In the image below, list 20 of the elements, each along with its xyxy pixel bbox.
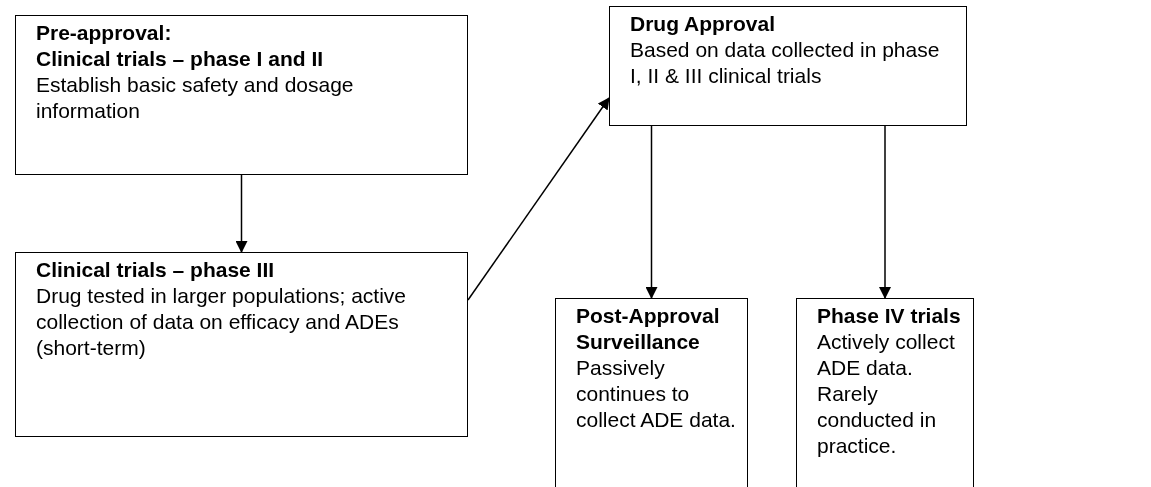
arrow (645, 125, 658, 299)
box-heading: Clinical trials – phase III (36, 257, 276, 283)
process-box (609, 6, 967, 126)
box-heading: Post-Approval Surveillance (576, 303, 721, 355)
arrow (467, 97, 610, 301)
box-description: Actively collect ADE data. Rarely conducted in practice. (817, 329, 956, 459)
process-box (15, 15, 468, 175)
box-description: Establish basic safety and dosage information (36, 72, 355, 124)
arrow (235, 174, 248, 253)
process-box (796, 298, 974, 487)
arrow (879, 125, 891, 299)
box-heading: Pre-approval: (36, 20, 173, 46)
process-box (15, 252, 468, 437)
box-heading: Phase IV trials (817, 303, 962, 329)
box-description: Drug tested in larger populations; active collection of data on efficacy and ADEs (short-term) (36, 283, 408, 361)
box-heading: Drug Approval (630, 11, 777, 37)
box-description: Based on data collected in phase I, II & III clinical trials (630, 37, 941, 89)
box-description: Passively continues to collect ADE data. (576, 355, 737, 433)
box-heading: Clinical trials – phase I and II (36, 46, 325, 72)
process-box (555, 298, 748, 487)
